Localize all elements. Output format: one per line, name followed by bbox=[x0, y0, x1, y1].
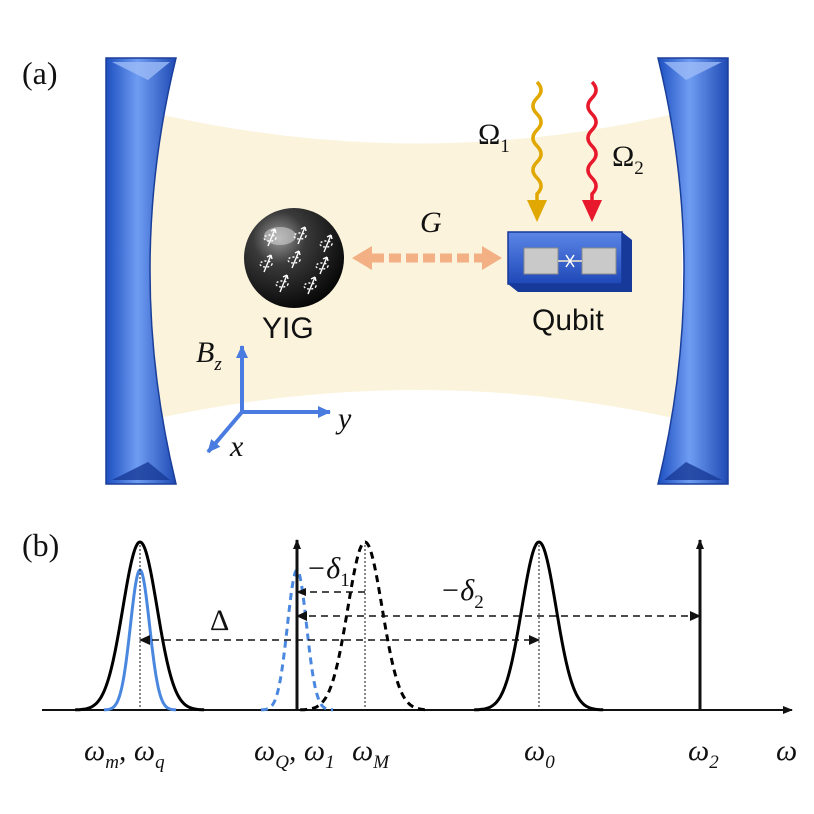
axis-x-label: x bbox=[229, 430, 244, 463]
axis-omega-label: ω bbox=[776, 734, 797, 767]
delta-label: Δ bbox=[210, 604, 229, 637]
field-label: Bz bbox=[196, 336, 222, 375]
drive2-symbol: Ω2 bbox=[612, 140, 644, 179]
qubit-chip bbox=[507, 231, 632, 292]
cavity-beam bbox=[150, 112, 682, 420]
tick-label-omega-M: ωM bbox=[352, 734, 390, 773]
coupling-arrow bbox=[352, 246, 502, 270]
coupling-label: G bbox=[420, 206, 442, 239]
yig-label: YIG bbox=[262, 312, 314, 345]
coordinate-axes bbox=[206, 345, 331, 454]
axis-y-label: y bbox=[335, 402, 352, 435]
panel-a-label: (a) bbox=[22, 55, 58, 91]
drive2-arrow bbox=[582, 80, 602, 222]
panel-b-label: (b) bbox=[22, 527, 59, 563]
left-mirror bbox=[105, 57, 177, 485]
center-lines bbox=[139, 545, 540, 710]
panel-a: (a) bbox=[22, 55, 729, 485]
spin-arrows bbox=[259, 226, 333, 295]
right-mirror bbox=[657, 57, 729, 485]
yig-sphere bbox=[244, 208, 344, 308]
detuning1-label: −δ1 bbox=[306, 552, 350, 591]
tick-label-omega-m-q: ωm, ωq bbox=[84, 734, 165, 773]
tick-label-omega-Q-1: ωQ, ω1 bbox=[254, 734, 335, 773]
detuning2-label: −δ2 bbox=[440, 574, 484, 613]
tick-label-omega-0: ω0 bbox=[524, 734, 555, 773]
drive1-arrow bbox=[527, 80, 547, 222]
panel-b: (b) −δ1 −δ2 Δ ωm, ωq ωQ, ω1 ωM ω0 ω2 ω bbox=[22, 527, 797, 773]
dressed-qubit-curve bbox=[260, 568, 334, 712]
magnon-curve bbox=[75, 540, 205, 712]
drive1-symbol: Ω1 bbox=[478, 118, 510, 157]
spectral-curves bbox=[75, 540, 604, 712]
cavity-curve bbox=[474, 540, 604, 712]
qubit-label: Qubit bbox=[532, 304, 604, 337]
tick-label-omega-2: ω2 bbox=[688, 734, 719, 773]
